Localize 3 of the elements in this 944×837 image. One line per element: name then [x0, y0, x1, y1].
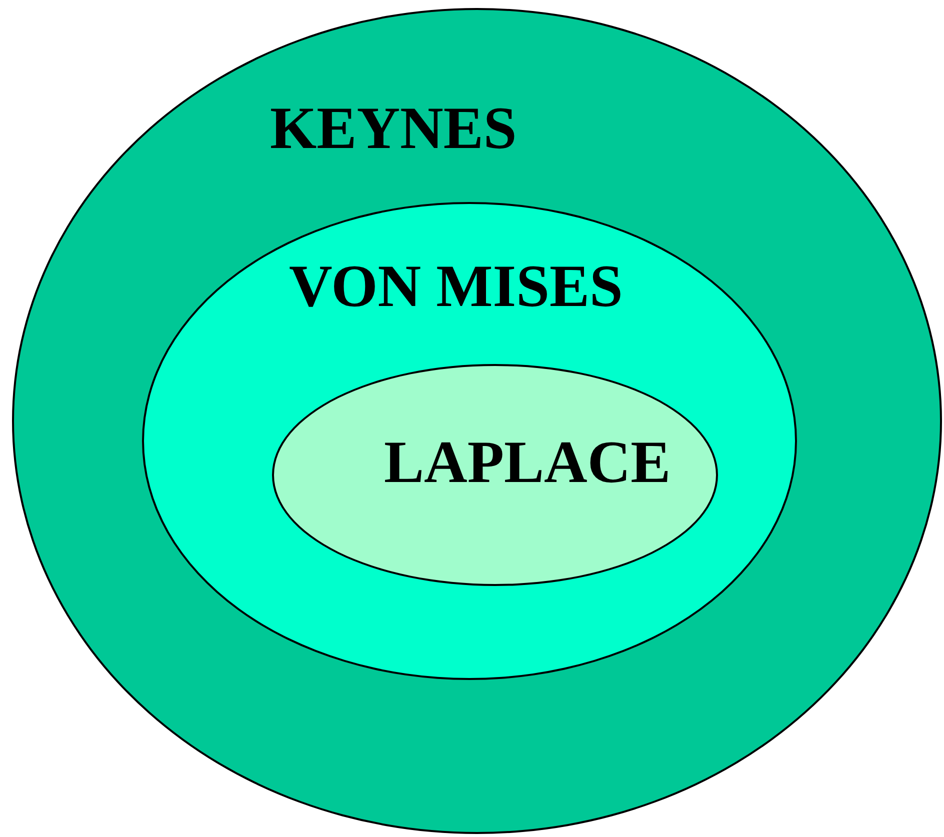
set-label: VON MISES [289, 256, 623, 316]
set-label: KEYNES [270, 98, 517, 158]
set-label: LAPLACE [384, 432, 671, 492]
